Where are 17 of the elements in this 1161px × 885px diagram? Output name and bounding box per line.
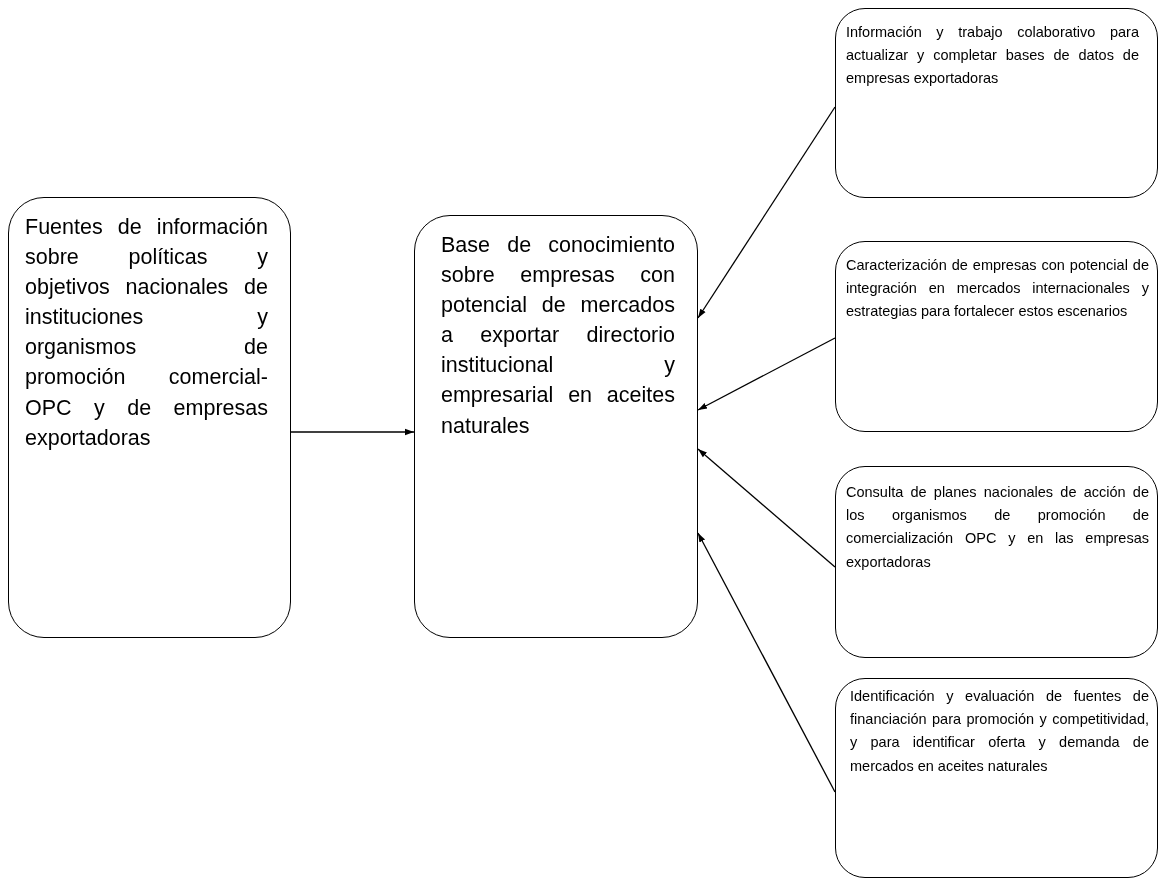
rounded-box [835, 8, 1158, 198]
rounded-box [835, 678, 1158, 878]
rounded-box [835, 241, 1158, 432]
rounded-box [835, 466, 1158, 658]
box-text: Consulta de planes nacionales de acción de los organismos de promoción de comercialización OPC y en las empresas exportadoras [846, 483, 1149, 572]
arrow [697, 532, 836, 793]
arrow [697, 337, 836, 411]
box-text: Identificación y evaluación de fuentes de financiación para promoción y competitividad, y para identificar oferta y demanda de mercados en aceites naturales [850, 687, 1149, 776]
box-text: Base de conocimiento sobre empresas con potencial de mercados a exportar directorio institucional y empresarial en aceites naturales [441, 232, 675, 440]
arrow [697, 106, 836, 319]
arrow [290, 428, 415, 436]
box-text: Información y trabajo colaborativo para actualizar y completar bases de datos de empresas exportadoras [846, 23, 1139, 89]
rounded-box [8, 197, 291, 638]
arrow [697, 448, 836, 568]
box-text: Caracterización de empresas con potencial de integración en mercados internacionales y estrategias para fortalecer estos escenarios [846, 256, 1149, 322]
rounded-box [414, 215, 698, 638]
box-text: Fuentes de información sobre políticas y objetivos nacionales de instituciones y organismos de promoción comercial- OPC y de empresas exportadoras [25, 214, 268, 452]
